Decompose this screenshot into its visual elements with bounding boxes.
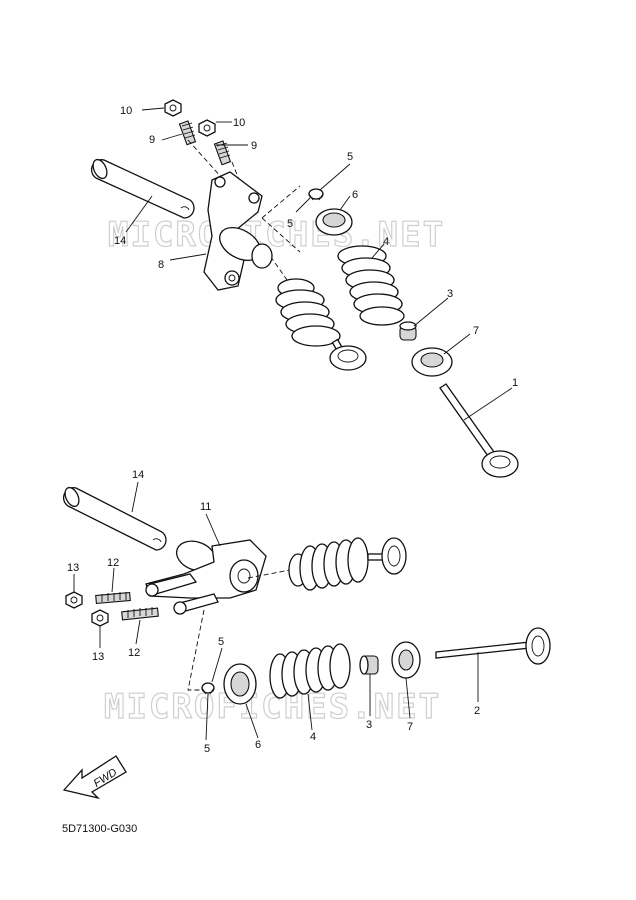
rocker-arm-11: [145, 539, 267, 615]
callout-7: 7: [473, 325, 479, 337]
spring-seat-7-lower: [391, 641, 421, 679]
callout-5d: 5: [204, 743, 210, 755]
valve-collet-5-upper: [308, 188, 324, 201]
valve-stem-seal-3-lower: [359, 655, 379, 675]
callout-12b: 12: [128, 647, 140, 659]
callout-6: 6: [352, 189, 358, 201]
callout-11: 11: [200, 501, 211, 513]
nut-10-upper: [164, 99, 182, 117]
spring-retainer-6-lower: [223, 663, 257, 705]
spring-retainer-6-upper: [315, 208, 353, 236]
valve-spring-4-upper: [337, 245, 405, 326]
nut-13-lower: [91, 609, 109, 627]
valve-stem-seal-3-upper: [399, 321, 417, 341]
callout-3b: 3: [366, 719, 372, 731]
rocker-arm-8: [203, 171, 273, 291]
callout-14a: 14: [114, 235, 126, 247]
adjust-screw-12-lower: [121, 607, 159, 621]
callout-7b: 7: [407, 721, 413, 733]
diagram-code: 5D71300-G030: [62, 823, 137, 835]
rocker-shaft-14-lower: [62, 486, 167, 551]
callout-10b: 10: [233, 117, 245, 129]
installed-valve-spring-upper: [275, 278, 367, 371]
watermark-top: MICROFICHES.NET: [108, 215, 445, 255]
valve-collet-5-lower: [201, 682, 215, 695]
adjust-screw-9-upper: [178, 120, 197, 146]
spring-seat-7-upper: [411, 347, 453, 377]
callout-6b: 6: [255, 739, 261, 751]
callout-3: 3: [447, 288, 453, 300]
callout-4: 4: [383, 236, 389, 248]
valve-spring-4-lower: [269, 643, 351, 699]
callout-9b: 9: [251, 140, 257, 152]
lower-assembly: 14 11 13 12 13 12 5 5 6 4 3 7 2: [62, 469, 551, 755]
callout-4b: 4: [310, 731, 316, 743]
watermark-bottom: MICROFICHES.NET: [104, 687, 441, 727]
callout-10a: 10: [120, 105, 132, 117]
adjust-screw-9-lower: [213, 140, 232, 166]
adjust-screw-12-upper: [95, 591, 131, 605]
callout-14b: 14: [132, 469, 144, 481]
rocker-shaft-14-upper: [90, 158, 195, 219]
callout-1: 1: [512, 377, 518, 389]
callout-5b: 5: [287, 218, 293, 230]
callout-2: 2: [474, 705, 480, 717]
nut-10-lower: [198, 119, 216, 137]
callout-9a: 9: [149, 134, 155, 146]
callout-5a: 5: [347, 151, 353, 163]
valve-1-intake: [439, 383, 519, 478]
callout-13a: 13: [67, 562, 79, 574]
nut-13-upper: [65, 591, 83, 609]
upper-assembly: 10 9 10 9 5 5 6 4 3 7 1 8 14: [90, 99, 519, 478]
callout-12a: 12: [107, 557, 119, 569]
forward-arrow-icon: FWD: [62, 755, 127, 800]
installed-valve-spring-lower: [288, 537, 407, 591]
callout-8: 8: [158, 259, 164, 271]
callout-5c: 5: [218, 636, 224, 648]
valve-2-exhaust: [435, 627, 551, 665]
callout-13b: 13: [92, 651, 104, 663]
